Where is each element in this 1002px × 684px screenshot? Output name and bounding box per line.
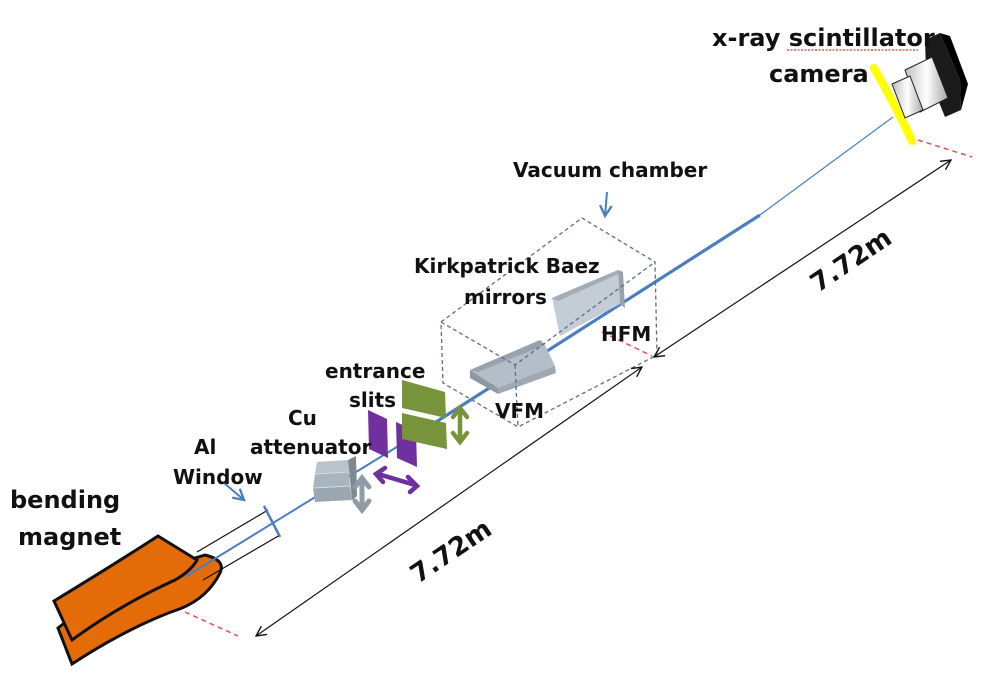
- slit-horizontal-motion-arrow: [372, 465, 421, 495]
- camera-label-line1: x-ray scintillator: [712, 24, 935, 52]
- attenuator-motion-arrow: [352, 473, 372, 515]
- xray-beam-downstream: [759, 116, 894, 216]
- camera-back-plate: [925, 33, 961, 117]
- al-window-label-line2: Window: [173, 465, 263, 489]
- slit-vertical-motion-arrow: [450, 404, 470, 446]
- cu-attenuator-label-line1: Cu: [288, 406, 317, 430]
- kb-mirrors-label-line2: mirrors: [464, 285, 547, 309]
- reference-lines: [184, 139, 973, 637]
- al-window-pointer-arrow: [223, 482, 244, 500]
- magnet-upper-plate: [52, 534, 199, 643]
- hfm-label: HFM: [601, 322, 651, 346]
- entrance-slits-label-line1: entrance: [325, 359, 425, 383]
- bending-magnet-label-line1: bending: [10, 486, 120, 514]
- slit-blade-top: [402, 380, 446, 418]
- al-window: [262, 505, 282, 538]
- entrance-slits-label-line2: slits: [349, 388, 396, 412]
- kb-mirrors-label-line1: Kirkpatrick Baez: [414, 254, 600, 278]
- bending-magnet-label-line2: magnet: [18, 523, 121, 551]
- dimension-arrow-source-to-mirrors: [256, 367, 642, 636]
- bending-magnet: [52, 534, 223, 667]
- vfm-label: VFM: [495, 399, 544, 423]
- camera-lens-front: [891, 75, 924, 119]
- vacuum-chamber-pointer-arrow: [605, 191, 607, 216]
- dimension-label-source-to-mirrors: 7.72m: [405, 514, 497, 590]
- horizontal-slit-blades: [402, 380, 447, 449]
- camera-label-line2: camera: [769, 60, 869, 88]
- vfm-mirror: [470, 340, 556, 394]
- al-window-label-line1: Al: [194, 435, 216, 459]
- dimension-arrow-mirrors-to-camera: [654, 160, 951, 357]
- vacuum-chamber-label: Vacuum chamber: [513, 158, 707, 182]
- xray-scintillator-camera: [870, 33, 968, 145]
- hfm-mirror: [552, 270, 625, 336]
- dimension-label-mirrors-to-camera: 7.72m: [805, 223, 897, 299]
- cu-attenuator: [312, 456, 357, 502]
- cu-attenuator-label-line2: attenuator: [250, 435, 371, 459]
- scintillator-screen: [870, 64, 916, 145]
